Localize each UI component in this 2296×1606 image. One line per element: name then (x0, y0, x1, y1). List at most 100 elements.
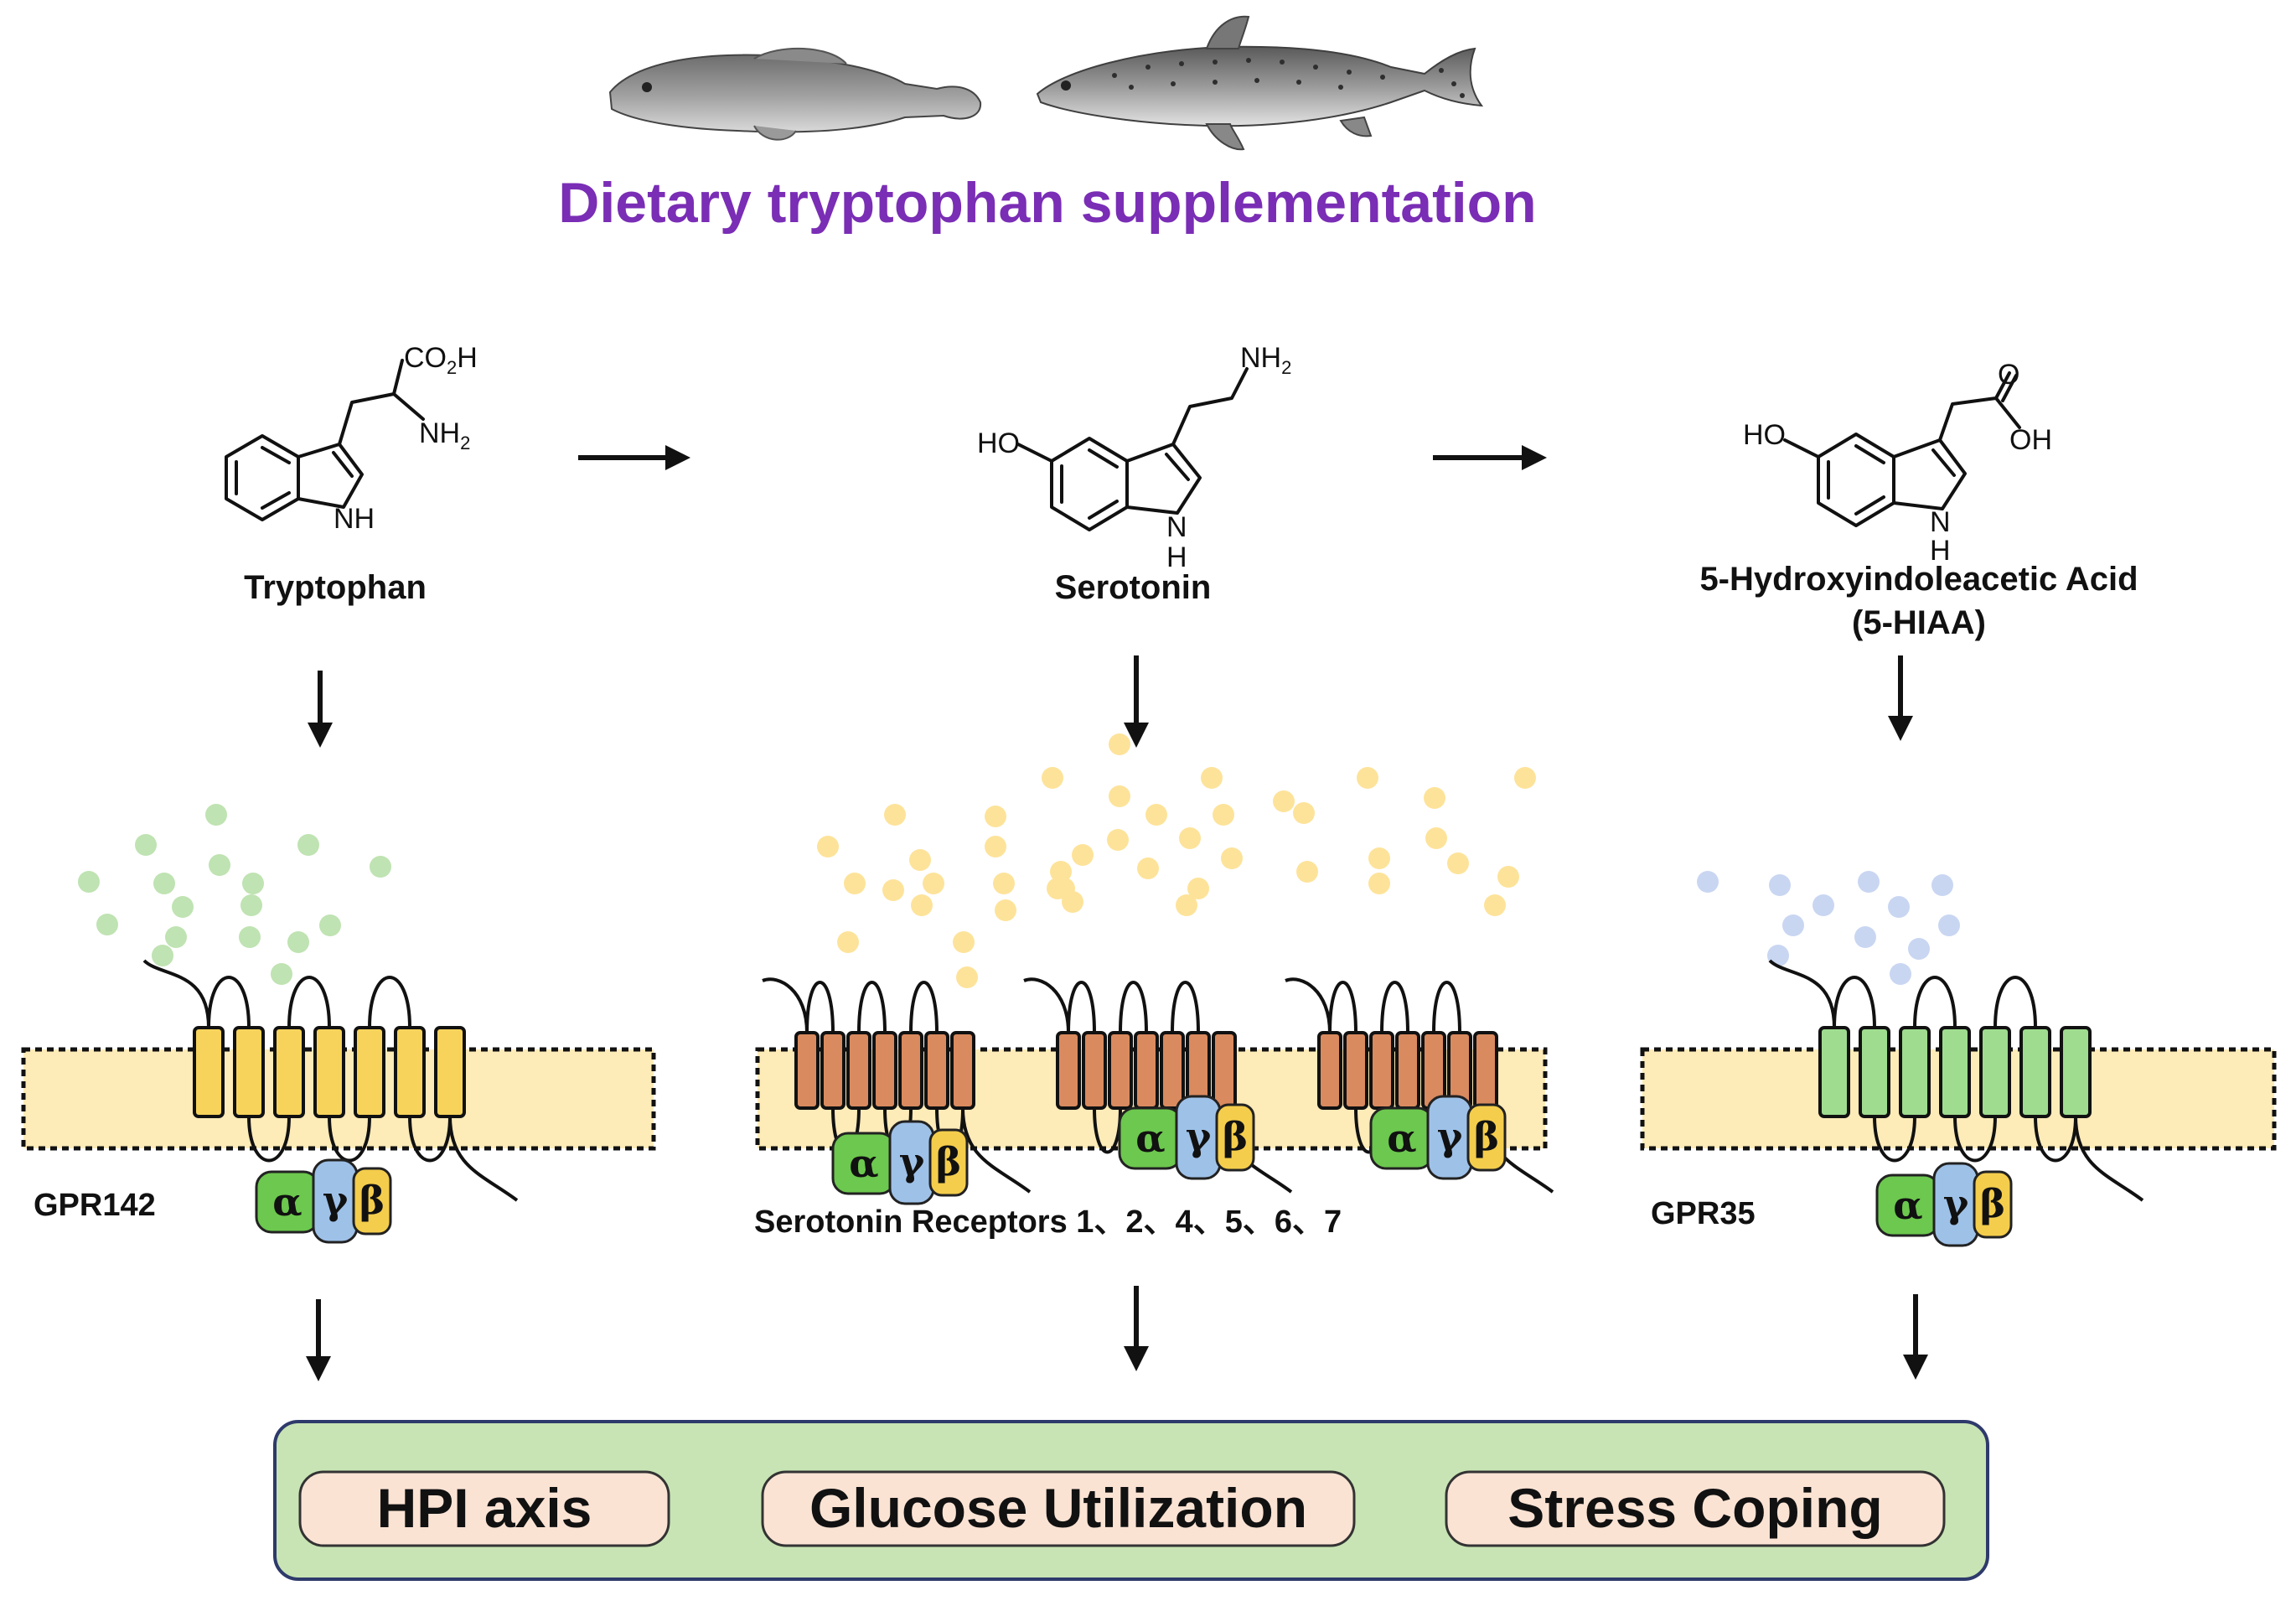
serotonin-receptors-label: Serotonin Receptors 1、2、4、5、6、7 (754, 1204, 1342, 1240)
g-alpha-subunit: α (1369, 1106, 1435, 1170)
tryptophan-nh: NH (334, 503, 375, 535)
ligand-dot (1221, 847, 1243, 869)
g-alpha-subunit: α (255, 1170, 320, 1234)
outcome-stress-coping: Stress Coping (1445, 1470, 1946, 1547)
g-alpha-subunit: α (831, 1132, 897, 1195)
transmembrane-helix (273, 1026, 305, 1118)
beta-label: β (936, 1139, 962, 1184)
ligand-dot (1368, 873, 1390, 894)
hiaa-ligand-dots (1697, 871, 1960, 985)
ligand-dot (884, 804, 906, 826)
transmembrane-helix (794, 1031, 820, 1110)
transmembrane-helix (2060, 1026, 2092, 1118)
serotonin-amine: NH2 (1240, 342, 1291, 378)
ligand-dot (993, 873, 1015, 894)
alpha-label: α (1893, 1183, 1922, 1228)
transmembrane-helix (1317, 1031, 1342, 1110)
figure-title: Dietary tryptophan supplementation (558, 171, 1536, 235)
outcome-glucose-utilization: Glucose Utilization (761, 1470, 1356, 1547)
croaker-fish-image (608, 47, 982, 141)
transmembrane-helix (313, 1026, 345, 1118)
hiaa-carbonyl-o: O (1998, 359, 2019, 391)
ligand-dot (882, 879, 904, 901)
serotonin-label: Serotonin (1055, 569, 1212, 606)
gamma-label: γ (899, 1139, 925, 1184)
ligand-dot (1890, 963, 1911, 985)
transmembrane-helix (2019, 1026, 2051, 1118)
ligand-dot (1908, 938, 1930, 960)
ligand-dot (1176, 894, 1197, 916)
tryptophan-amine: NH2 (419, 417, 470, 453)
ligand-dot (1854, 926, 1876, 948)
serotonin-hydroxyl: HO (977, 427, 1020, 459)
ligand-dot (923, 873, 944, 894)
ligand-dot (240, 894, 262, 916)
ligand-dot (1107, 829, 1129, 851)
ligand-dot (1888, 896, 1910, 918)
transmembrane-helix (354, 1026, 385, 1118)
transmembrane-helix (1979, 1026, 2011, 1118)
transmembrane-helix (1134, 1031, 1159, 1110)
alpha-label: α (1135, 1116, 1165, 1161)
transmembrane-helix (898, 1031, 923, 1110)
transmembrane-helix (1108, 1031, 1133, 1110)
ligand-dot (297, 834, 319, 856)
transmembrane-helix (1343, 1031, 1368, 1110)
transmembrane-helix (924, 1031, 949, 1110)
ligand-dot (1273, 790, 1295, 812)
ligand-dot (1425, 827, 1447, 849)
ligand-dot (1201, 767, 1223, 789)
ligand-dot (1047, 878, 1068, 899)
ligand-dot (271, 963, 292, 985)
hiaa-acid-oh: OH (2009, 424, 2052, 456)
ligand-dot (370, 856, 391, 878)
ligand-dot (953, 931, 975, 953)
ligand-dot (844, 873, 866, 894)
ligand-dot (1042, 767, 1063, 789)
beta-label: β (1980, 1181, 2006, 1226)
transmembrane-helix (1939, 1026, 1971, 1118)
ligand-dot (909, 849, 931, 871)
hiaa-ring-n: N (1930, 506, 1951, 538)
ligand-dot (985, 836, 1006, 857)
g-alpha-subunit: α (1118, 1106, 1183, 1170)
ligand-dot (1137, 857, 1159, 879)
tryptophan-label: Tryptophan (244, 569, 427, 606)
ligand-dot (209, 854, 230, 876)
ligand-dot (1050, 861, 1072, 883)
gamma-label: γ (1437, 1114, 1463, 1159)
ligand-dot (985, 806, 1006, 827)
ligand-dot (1424, 787, 1445, 809)
ligand-dot (153, 873, 175, 894)
transmembrane-helix (1212, 1031, 1237, 1110)
outcome-glucose-utilization-text: Glucose Utilization (809, 1477, 1307, 1539)
transmembrane-helix (872, 1031, 897, 1110)
ligand-dot (1179, 827, 1201, 849)
g-gamma-subunit: γ (888, 1120, 935, 1205)
gpr35-receptor (1768, 959, 2144, 1202)
g-beta-subunit: β (1215, 1103, 1255, 1172)
ligand-dot (1769, 874, 1791, 896)
transmembrane-helix (1818, 1026, 1850, 1118)
g-beta-subunit: β (1973, 1170, 2013, 1239)
transmembrane-helix (1473, 1031, 1498, 1110)
transmembrane-helix (1160, 1031, 1185, 1110)
ligand-dot (1812, 894, 1834, 916)
ligand-dot (1062, 891, 1083, 913)
alpha-label: α (1387, 1116, 1416, 1161)
g-gamma-subunit: γ (1426, 1095, 1473, 1180)
ligand-dot (1514, 767, 1536, 789)
beta-label: β (359, 1178, 385, 1223)
g-beta-subunit: β (1466, 1103, 1507, 1172)
ligand-dot (817, 836, 839, 857)
serotonin-receptor-1 (762, 977, 1032, 1194)
ligand-dot (1858, 871, 1880, 893)
ligand-dot (96, 914, 118, 935)
tryptophan-ligand-dots (78, 804, 391, 985)
transmembrane-helix (193, 1026, 225, 1118)
alpha-label: α (849, 1141, 878, 1186)
serotonin-structure: NH2 HO N H (977, 342, 1291, 573)
